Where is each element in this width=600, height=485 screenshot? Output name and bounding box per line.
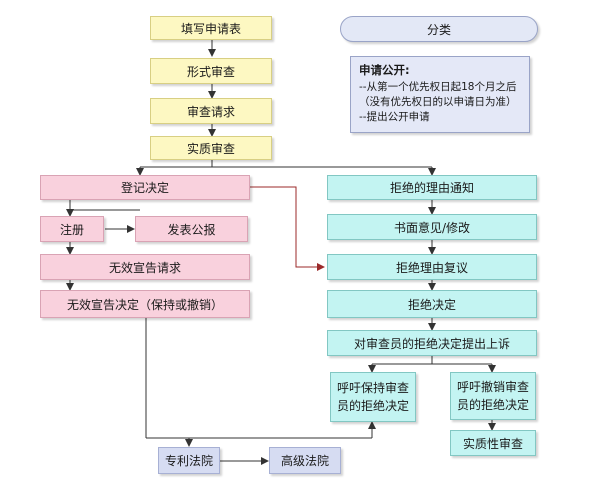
step-written-opinion: 书面意见/修改 <box>327 214 537 240</box>
appeal-keep-line: 员的拒绝决定 <box>336 399 409 413</box>
step-substantive-examination: 实质审查 <box>150 136 272 160</box>
step-high-court: 高级法院 <box>269 447 341 474</box>
step-registration-decision: 登记决定 <box>40 175 250 200</box>
step-fill-application: 填写申请表 <box>150 16 272 40</box>
publication-note-title: 申请公开: <box>359 63 410 77</box>
appeal-keep-line: 呼吁保持审查 <box>336 381 409 395</box>
step-formal-examination: 形式审查 <box>150 58 272 84</box>
step-publish-gazette: 发表公报 <box>135 216 248 242</box>
step-register: 注册 <box>40 216 104 242</box>
step-appeal-keep: 呼吁保持审查 员的拒绝决定 <box>330 372 416 422</box>
publication-note: 申请公开: --从第一个优先权日起18个月之后 （没有优先权日的以申请日为准） … <box>350 56 530 133</box>
step-rejection-review: 拒绝理由复议 <box>327 254 537 280</box>
step-examination-request: 审查请求 <box>150 98 272 124</box>
step-appeal-revoke: 呼吁撤销审查 员的拒绝决定 <box>450 372 536 420</box>
step-substantive-review: 实质性审查 <box>450 430 536 456</box>
step-appeal: 对审查员的拒绝决定提出上诉 <box>327 330 537 356</box>
classification-oval: 分类 <box>340 16 538 42</box>
publication-note-line: --提出公开申请 <box>359 111 430 123</box>
red-arrow-registration-review <box>250 186 325 271</box>
step-patent-court: 专利法院 <box>158 447 220 474</box>
step-rejection-decision: 拒绝决定 <box>327 290 537 318</box>
publication-note-line: （没有优先权日的以申请日为准） <box>359 96 517 108</box>
appeal-revoke-line: 员的拒绝决定 <box>456 398 529 412</box>
step-invalidation-request: 无效宣告请求 <box>40 254 250 280</box>
step-rejection-notice: 拒绝的理由通知 <box>327 175 537 200</box>
appeal-revoke-line: 呼吁撤销审查 <box>456 380 529 394</box>
step-invalidation-decision: 无效宣告决定（保持或撤销） <box>40 290 250 318</box>
publication-note-line: --从第一个优先权日起18个月之后 <box>359 81 517 93</box>
